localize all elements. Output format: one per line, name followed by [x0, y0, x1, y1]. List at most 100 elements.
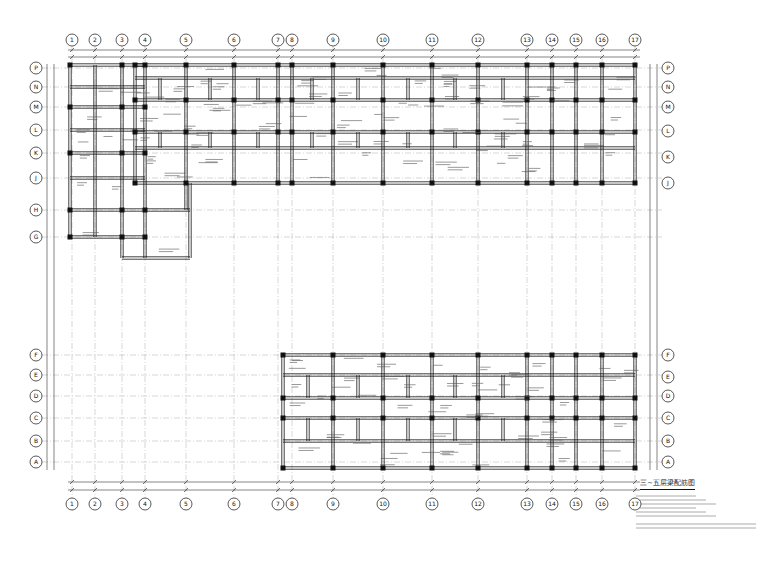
- dimension-tick: [232, 488, 236, 492]
- column: [476, 181, 481, 186]
- beam-edge: [384, 355, 385, 468]
- beam-edge: [406, 375, 407, 398]
- rebar-note-mark: [515, 396, 533, 397]
- axis-line: [42, 237, 662, 238]
- beam-edge: [528, 355, 529, 468]
- rebar-note-mark: [475, 416, 488, 417]
- column: [574, 98, 579, 103]
- rebar-note-mark: [445, 96, 459, 97]
- column: [600, 466, 605, 471]
- axis-bubble: [30, 369, 42, 381]
- column: [476, 130, 481, 135]
- axis-bubble: [546, 498, 558, 510]
- rebar-note-mark: [362, 155, 368, 156]
- rebar-note-mark: [344, 380, 355, 381]
- axis-line: [42, 178, 662, 179]
- dimension-tick: [276, 55, 280, 59]
- axis-label: L: [34, 127, 37, 133]
- rebar-note-mark: [528, 390, 539, 391]
- dimension-tick: [600, 480, 604, 484]
- axis-label: 6: [232, 37, 236, 43]
- rebar-note-mark: [541, 434, 552, 435]
- rebar-note-mark: [564, 82, 574, 83]
- axis-label: 13: [523, 37, 531, 43]
- beam-edge: [504, 78, 505, 100]
- rebar-note-mark: [377, 75, 387, 76]
- rebar-note-mark: [617, 79, 631, 80]
- axis-line: [552, 46, 553, 498]
- axis-line: [122, 46, 123, 498]
- dimension-tick: [184, 48, 188, 52]
- column: [550, 130, 555, 135]
- rebar-note-mark: [83, 235, 94, 236]
- rebar-note-mark: [605, 134, 615, 135]
- rebar-note-mark: [140, 120, 153, 121]
- dimension-tick: [143, 55, 147, 59]
- axis-bubble: [662, 349, 674, 361]
- axis-line: [278, 46, 279, 498]
- rebar-note-mark: [165, 173, 187, 174]
- dimension-line: [68, 482, 640, 483]
- beam-edge: [636, 355, 637, 468]
- beam-edge: [283, 469, 635, 470]
- column: [476, 63, 481, 68]
- beam-edge: [309, 375, 310, 398]
- rebar-note-mark: [293, 159, 307, 160]
- column: [550, 466, 555, 471]
- axis-bubble: [139, 498, 151, 510]
- beam-edge: [145, 208, 190, 209]
- rebar-note-mark: [547, 89, 553, 90]
- rebar-note-mark: [177, 176, 193, 177]
- rebar-note-mark: [466, 414, 483, 415]
- rebar-note-mark: [358, 395, 376, 396]
- rebar-note-mark: [508, 158, 519, 159]
- column: [525, 63, 530, 68]
- column: [430, 63, 435, 68]
- axis-label: K: [34, 150, 38, 156]
- beam-edge: [232, 65, 233, 183]
- rebar-note-mark: [424, 106, 444, 107]
- dimension-tick: [70, 480, 74, 484]
- rebar-note-mark: [502, 105, 523, 106]
- axis-label: M: [665, 104, 670, 110]
- rebar-note-mark: [584, 147, 598, 148]
- rebar-note-mark: [310, 177, 329, 178]
- rebar-note-mark: [435, 164, 450, 165]
- axis-line: [95, 46, 96, 498]
- axis-bubble: [662, 101, 674, 113]
- rebar-note-mark: [522, 145, 533, 146]
- column: [574, 130, 579, 135]
- column: [600, 181, 605, 186]
- column: [476, 98, 481, 103]
- note-mark: [636, 508, 696, 509]
- column: [633, 396, 638, 401]
- rebar-note-mark: [495, 136, 510, 137]
- rebar-note-mark: [384, 117, 400, 118]
- rebar-note-mark: [290, 403, 306, 404]
- column: [184, 63, 189, 68]
- rebar-note-mark: [196, 135, 208, 136]
- rebar-note-mark: [547, 90, 556, 91]
- axis-line: [186, 46, 187, 498]
- dimension-tick: [381, 55, 385, 59]
- column: [120, 63, 125, 68]
- axis-bubble: [116, 498, 128, 510]
- axis-bubble: [228, 498, 240, 510]
- axis-label: D: [666, 393, 671, 399]
- beam-edge: [284, 355, 285, 468]
- rebar-note-mark: [140, 118, 158, 119]
- rebar-note-mark: [166, 99, 181, 100]
- rebar-note-mark: [433, 433, 452, 434]
- rebar-note-mark: [205, 161, 217, 162]
- column: [600, 63, 605, 68]
- rebar-note-mark: [584, 145, 604, 146]
- rebar-note-mark: [377, 366, 390, 367]
- beam-edge: [603, 65, 604, 183]
- axis-label: 11: [428, 37, 436, 43]
- axis-label: B: [666, 438, 670, 444]
- dimension-line: [47, 64, 48, 470]
- rebar-note-mark: [511, 377, 523, 378]
- beam-edge: [577, 65, 578, 183]
- beam-edge: [187, 183, 188, 210]
- beam-edge: [235, 65, 236, 183]
